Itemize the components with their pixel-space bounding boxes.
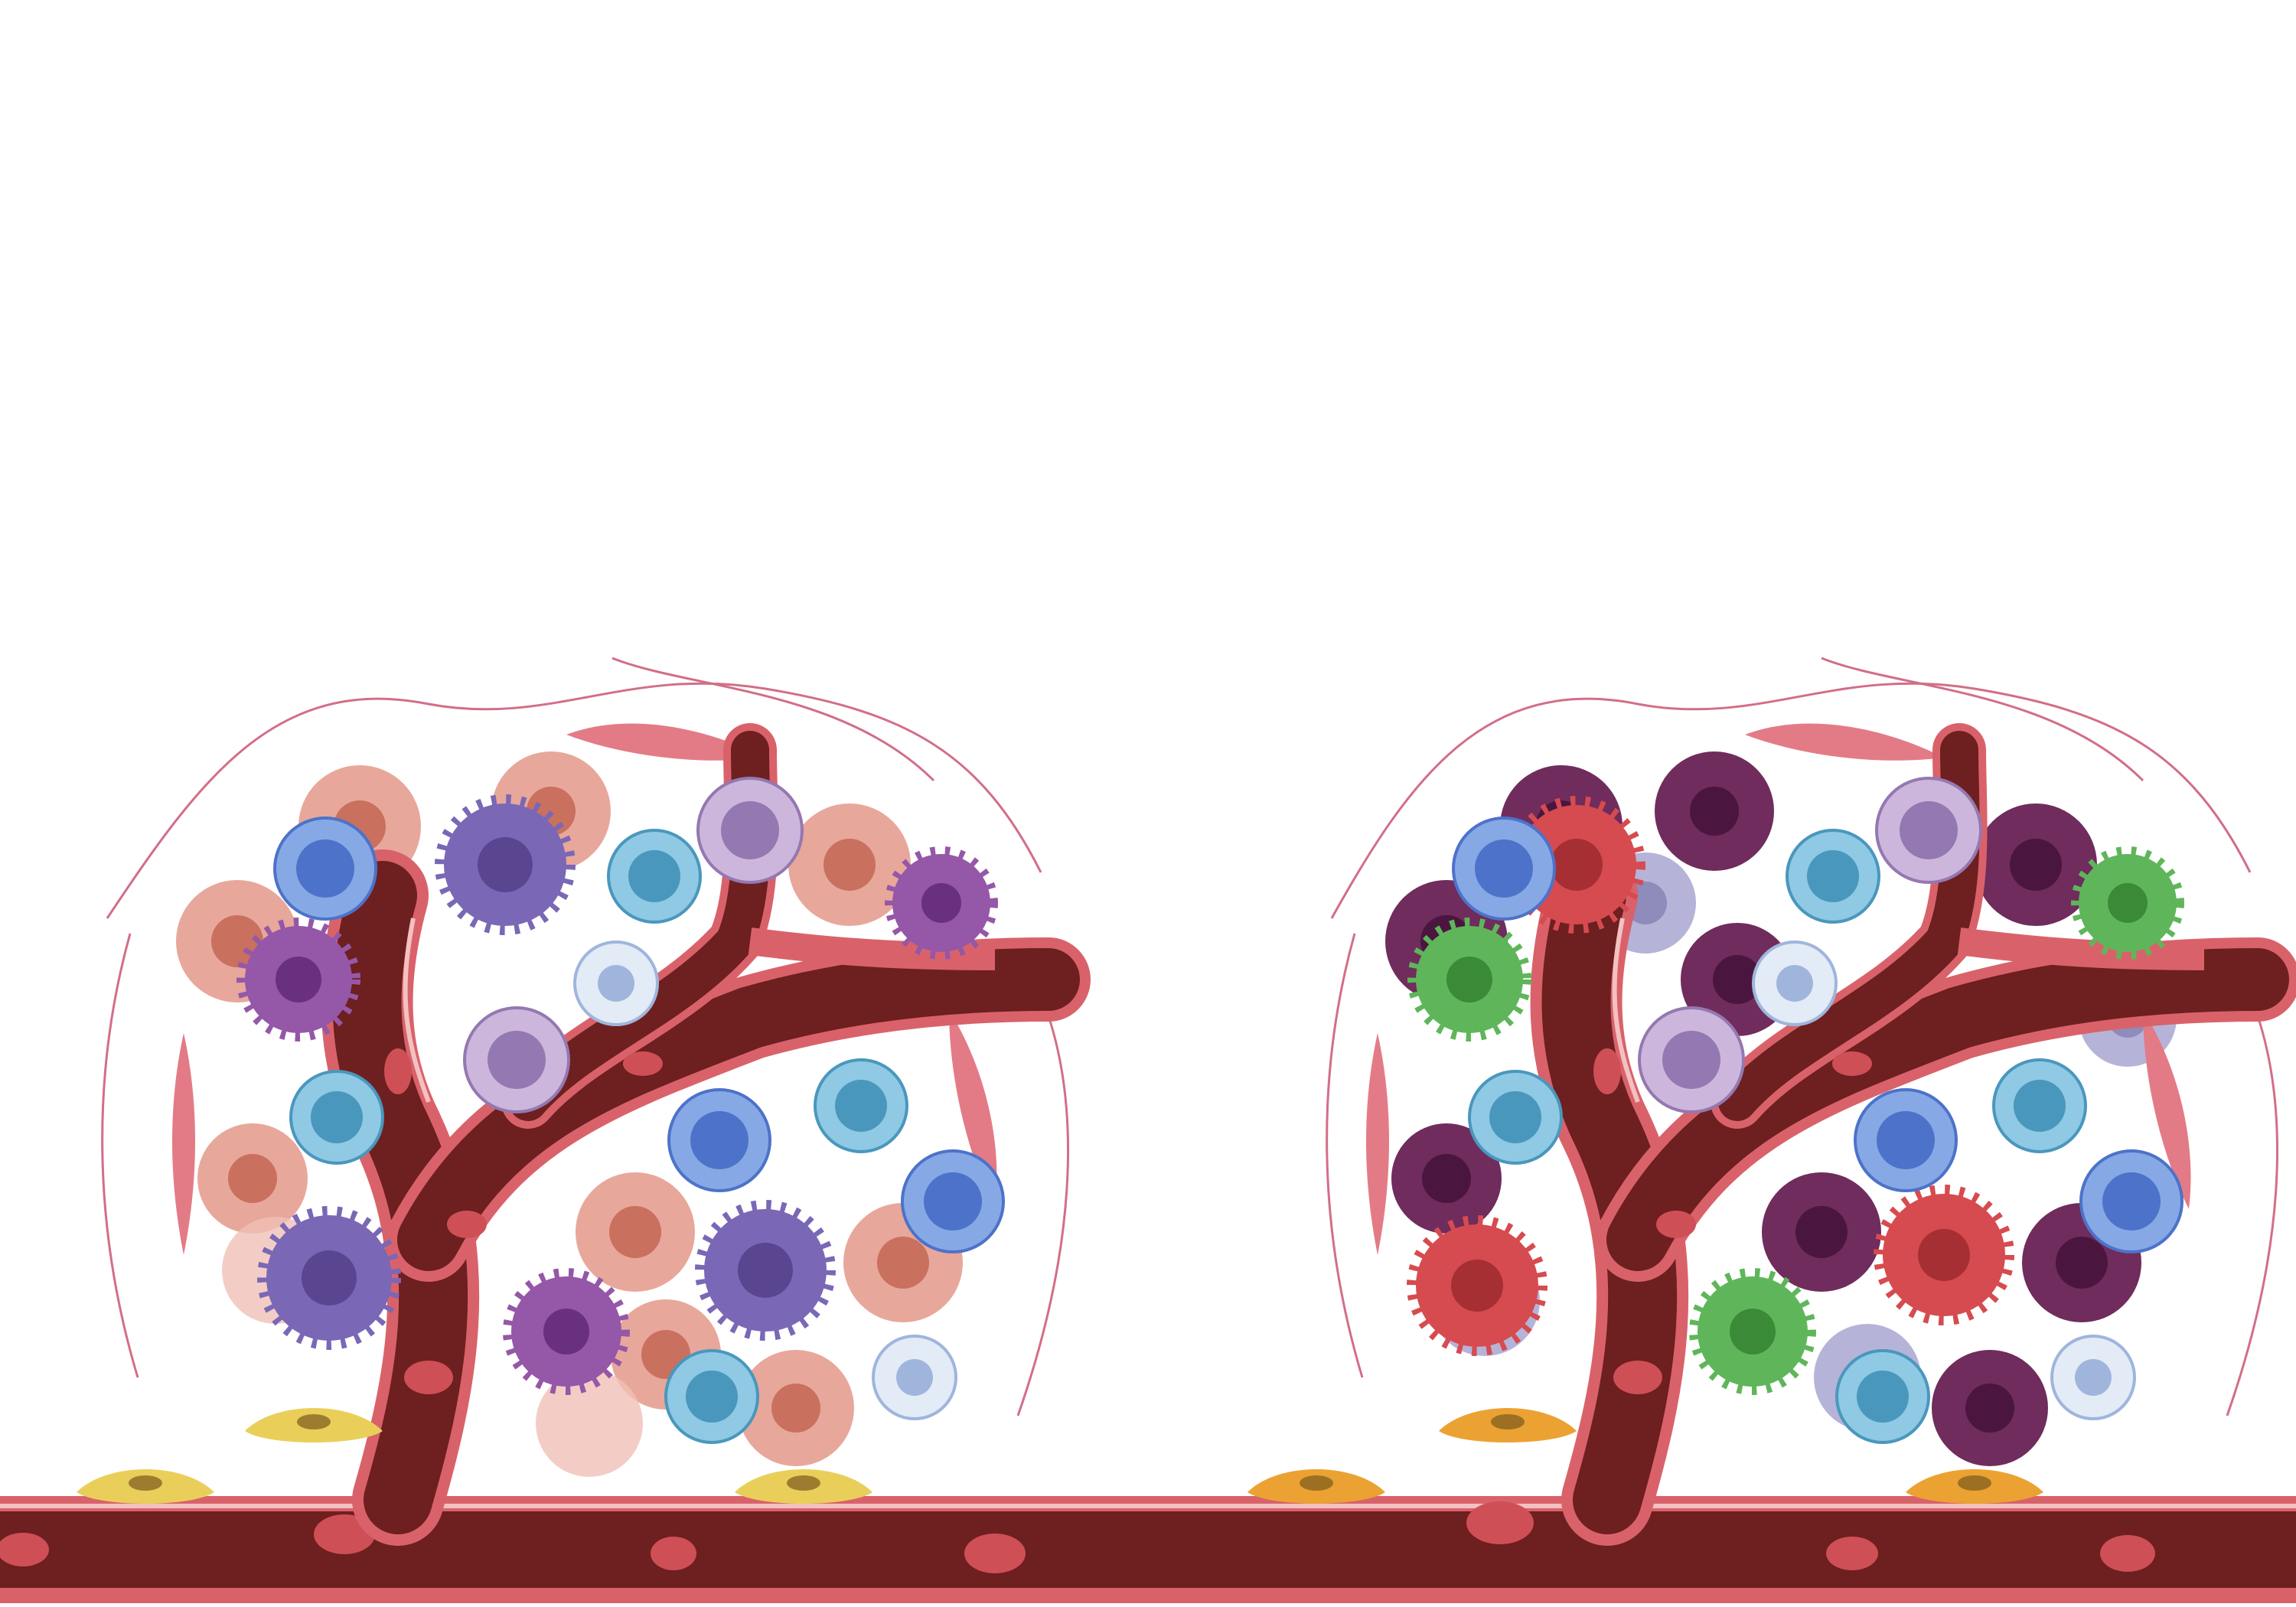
right-dendritic-cells (1407, 796, 2184, 1395)
left-tumor-panel (77, 657, 1070, 1504)
left-dendritic-cells (236, 794, 998, 1395)
left-fibroblast (172, 723, 997, 1255)
right-tumor-panel (1247, 657, 2279, 1504)
right-fibroblast (1366, 723, 2191, 1255)
left-extracellular-fibers (101, 657, 1070, 1416)
red-blood-cells (0, 1501, 2155, 1573)
right-extracellular-fibers (1326, 657, 2279, 1416)
